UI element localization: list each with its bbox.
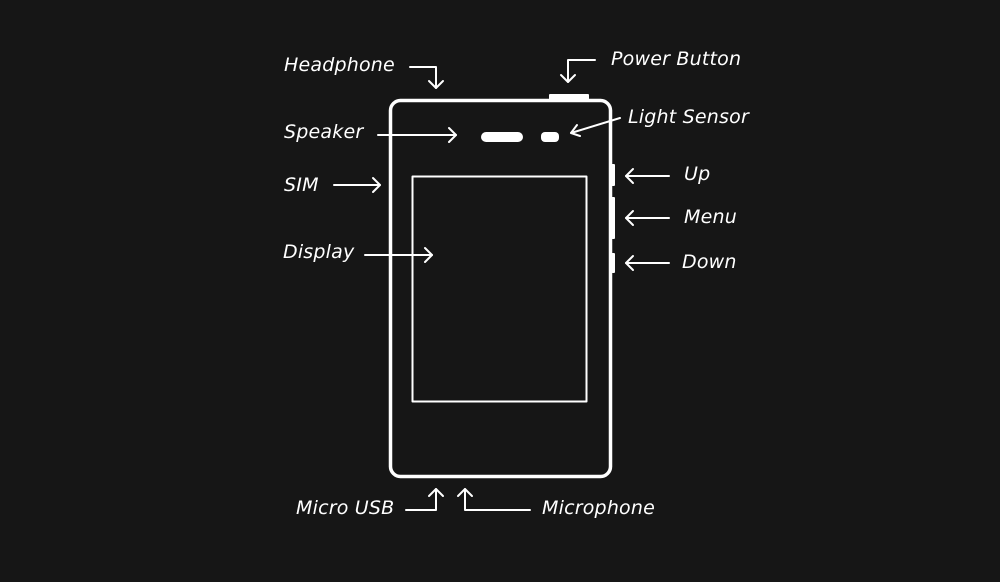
headphone-label: Headphone xyxy=(284,54,395,76)
up-label: Up xyxy=(684,163,711,185)
menu-button-bump xyxy=(611,197,615,239)
headphone-arrow xyxy=(409,66,444,89)
phone-body xyxy=(388,98,613,479)
speaker-arrow xyxy=(377,127,457,143)
power-button-label: Power Button xyxy=(611,48,742,70)
light-sensor xyxy=(541,132,559,142)
light-sensor-label: Light Sensor xyxy=(628,106,749,128)
down-arrow xyxy=(625,255,670,271)
sim-label: SIM xyxy=(284,174,319,196)
sim-arrow xyxy=(333,177,381,193)
display-label: Display xyxy=(283,241,355,263)
power-button-bump xyxy=(549,94,589,100)
micro-usb-label: Micro USB xyxy=(296,497,395,519)
microphone-label: Microphone xyxy=(542,497,656,519)
power-button-arrow xyxy=(560,59,596,83)
menu-arrow xyxy=(625,210,670,226)
down-label: Down xyxy=(682,251,737,273)
menu-label: Menu xyxy=(684,206,737,228)
display-arrow xyxy=(364,247,433,263)
display-screen xyxy=(411,175,588,403)
light-sensor-arrow xyxy=(570,117,621,137)
micro-usb-arrow xyxy=(405,488,444,511)
speaker-grill xyxy=(481,132,523,142)
down-button-bump xyxy=(611,253,615,273)
up-arrow xyxy=(625,168,670,184)
up-button-bump xyxy=(611,164,615,186)
speaker-label: Speaker xyxy=(284,121,364,143)
microphone-arrow xyxy=(457,488,531,511)
